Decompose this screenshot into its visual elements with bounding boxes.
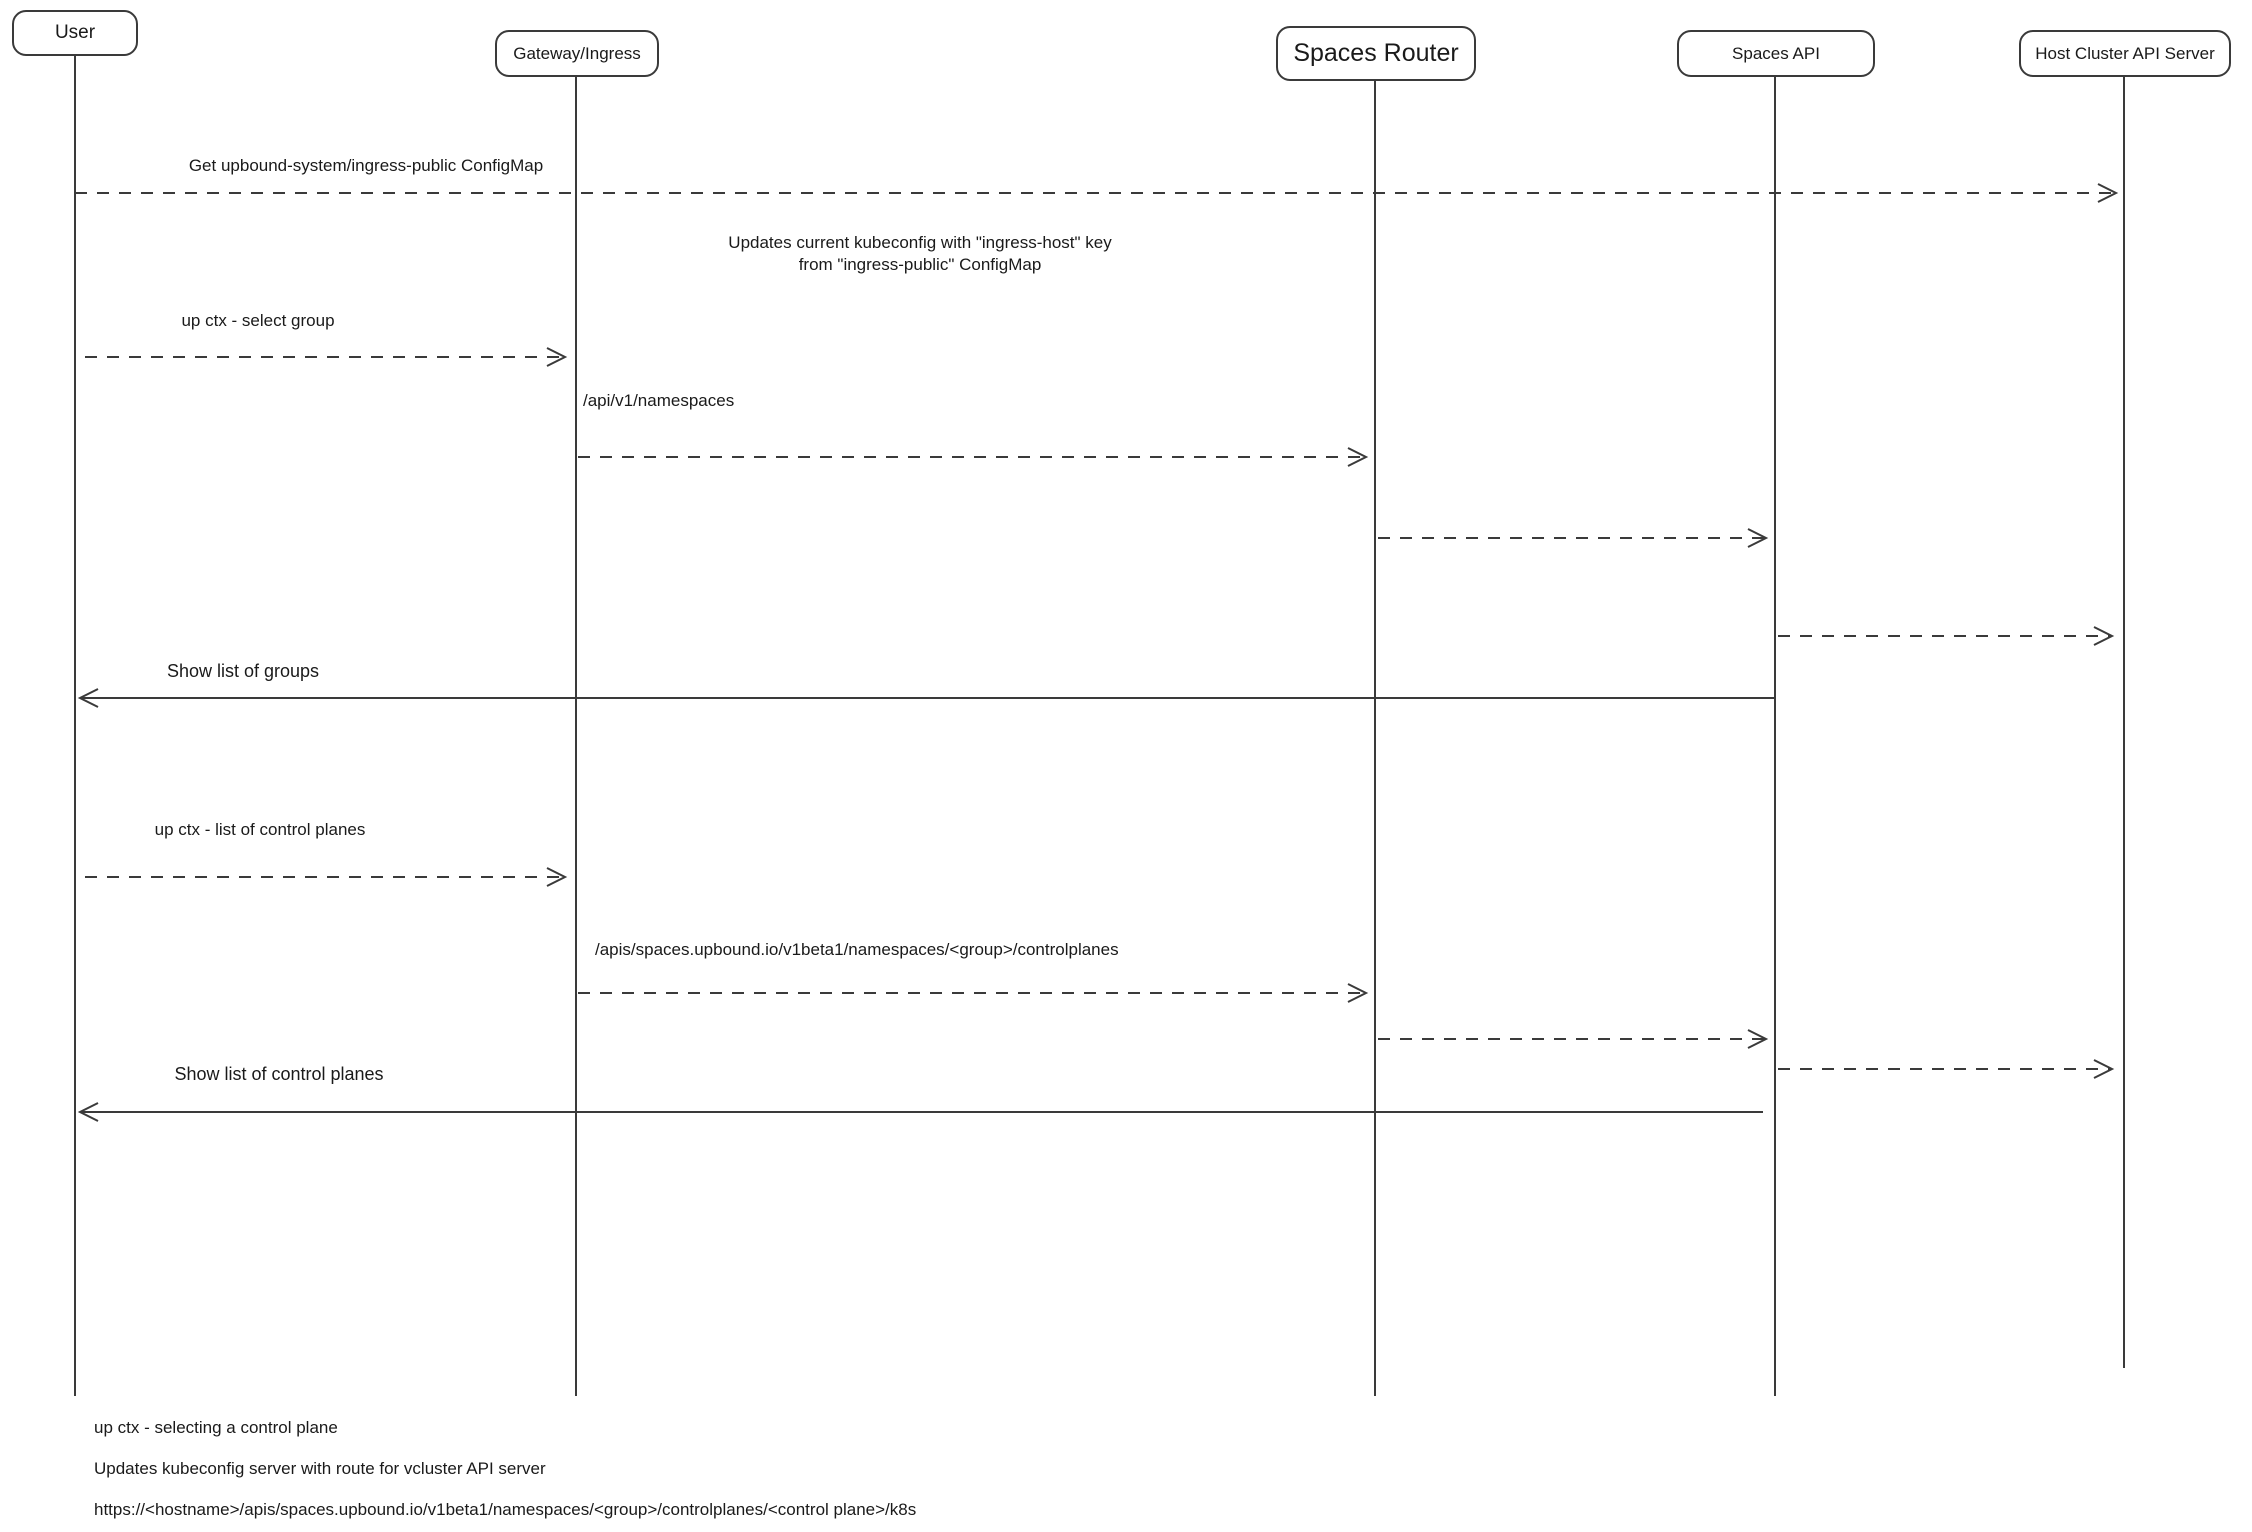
participant-label-spaces-api: Spaces API [1732,43,1820,63]
participant-gateway[interactable]: Gateway/Ingress [495,30,659,77]
message-label-msg-show-list-of-control-planes: Show list of control planes [174,1064,384,1084]
message-label-msg-get-configmap: Get upbound-system/ingress-public Config… [188,156,544,175]
message-label-note-kubeconfig-update: Updates current kubeconfig with "ingress… [728,233,1112,275]
message-label-msg-up-ctx-list-control-planes: up ctx - list of control planes [154,820,366,839]
arrow-head-msg-api-v1-namespaces [1347,447,1369,467]
arrow-head-msg-up-ctx-list-control-planes [546,867,568,887]
arrow-head-msg-show-list-of-control-planes [77,1102,99,1122]
participant-label-host-cluster: Host Cluster API Server [2035,43,2215,63]
message-label-msg-up-ctx-select-group: up ctx - select group [181,311,335,330]
participant-spaces-api[interactable]: Spaces API [1677,30,1875,77]
participant-spaces-router[interactable]: Spaces Router [1276,26,1476,81]
message-label-msg-controlplanes-api: /apis/spaces.upbound.io/v1beta1/namespac… [595,940,1119,959]
participant-label-spaces-router: Spaces Router [1293,39,1459,68]
arrow-head-msg-controlplanes-api [1347,983,1369,1003]
note-up-ctx-selecting: up ctx - selecting a control plane [94,1418,338,1437]
arrow-head-msg-spaces-api-to-host-2 [2093,1059,2115,1079]
message-label-msg-show-list-of-groups: Show list of groups [166,661,320,681]
participant-user[interactable]: User [12,10,138,56]
arrow-head-msg-up-ctx-select-group [546,347,568,367]
arrow-head-msg-get-configmap [2097,183,2119,203]
note-url: https://<hostname>/apis/spaces.upbound.i… [94,1500,917,1519]
note-updates-kubeconfig: Updates kubeconfig server with route for… [94,1459,546,1478]
message-label-msg-api-v1-namespaces: /api/v1/namespaces [583,391,735,410]
arrow-head-msg-show-list-of-groups [77,688,99,708]
arrow-head-msg-router-to-spaces-api-2 [1747,1029,1769,1049]
participant-host-cluster[interactable]: Host Cluster API Server [2019,30,2231,77]
participant-label-gateway: Gateway/Ingress [513,43,641,63]
arrow-head-msg-router-to-spaces-api [1747,528,1769,548]
participant-label-user: User [54,22,96,44]
arrow-head-msg-spaces-api-to-host [2093,626,2115,646]
